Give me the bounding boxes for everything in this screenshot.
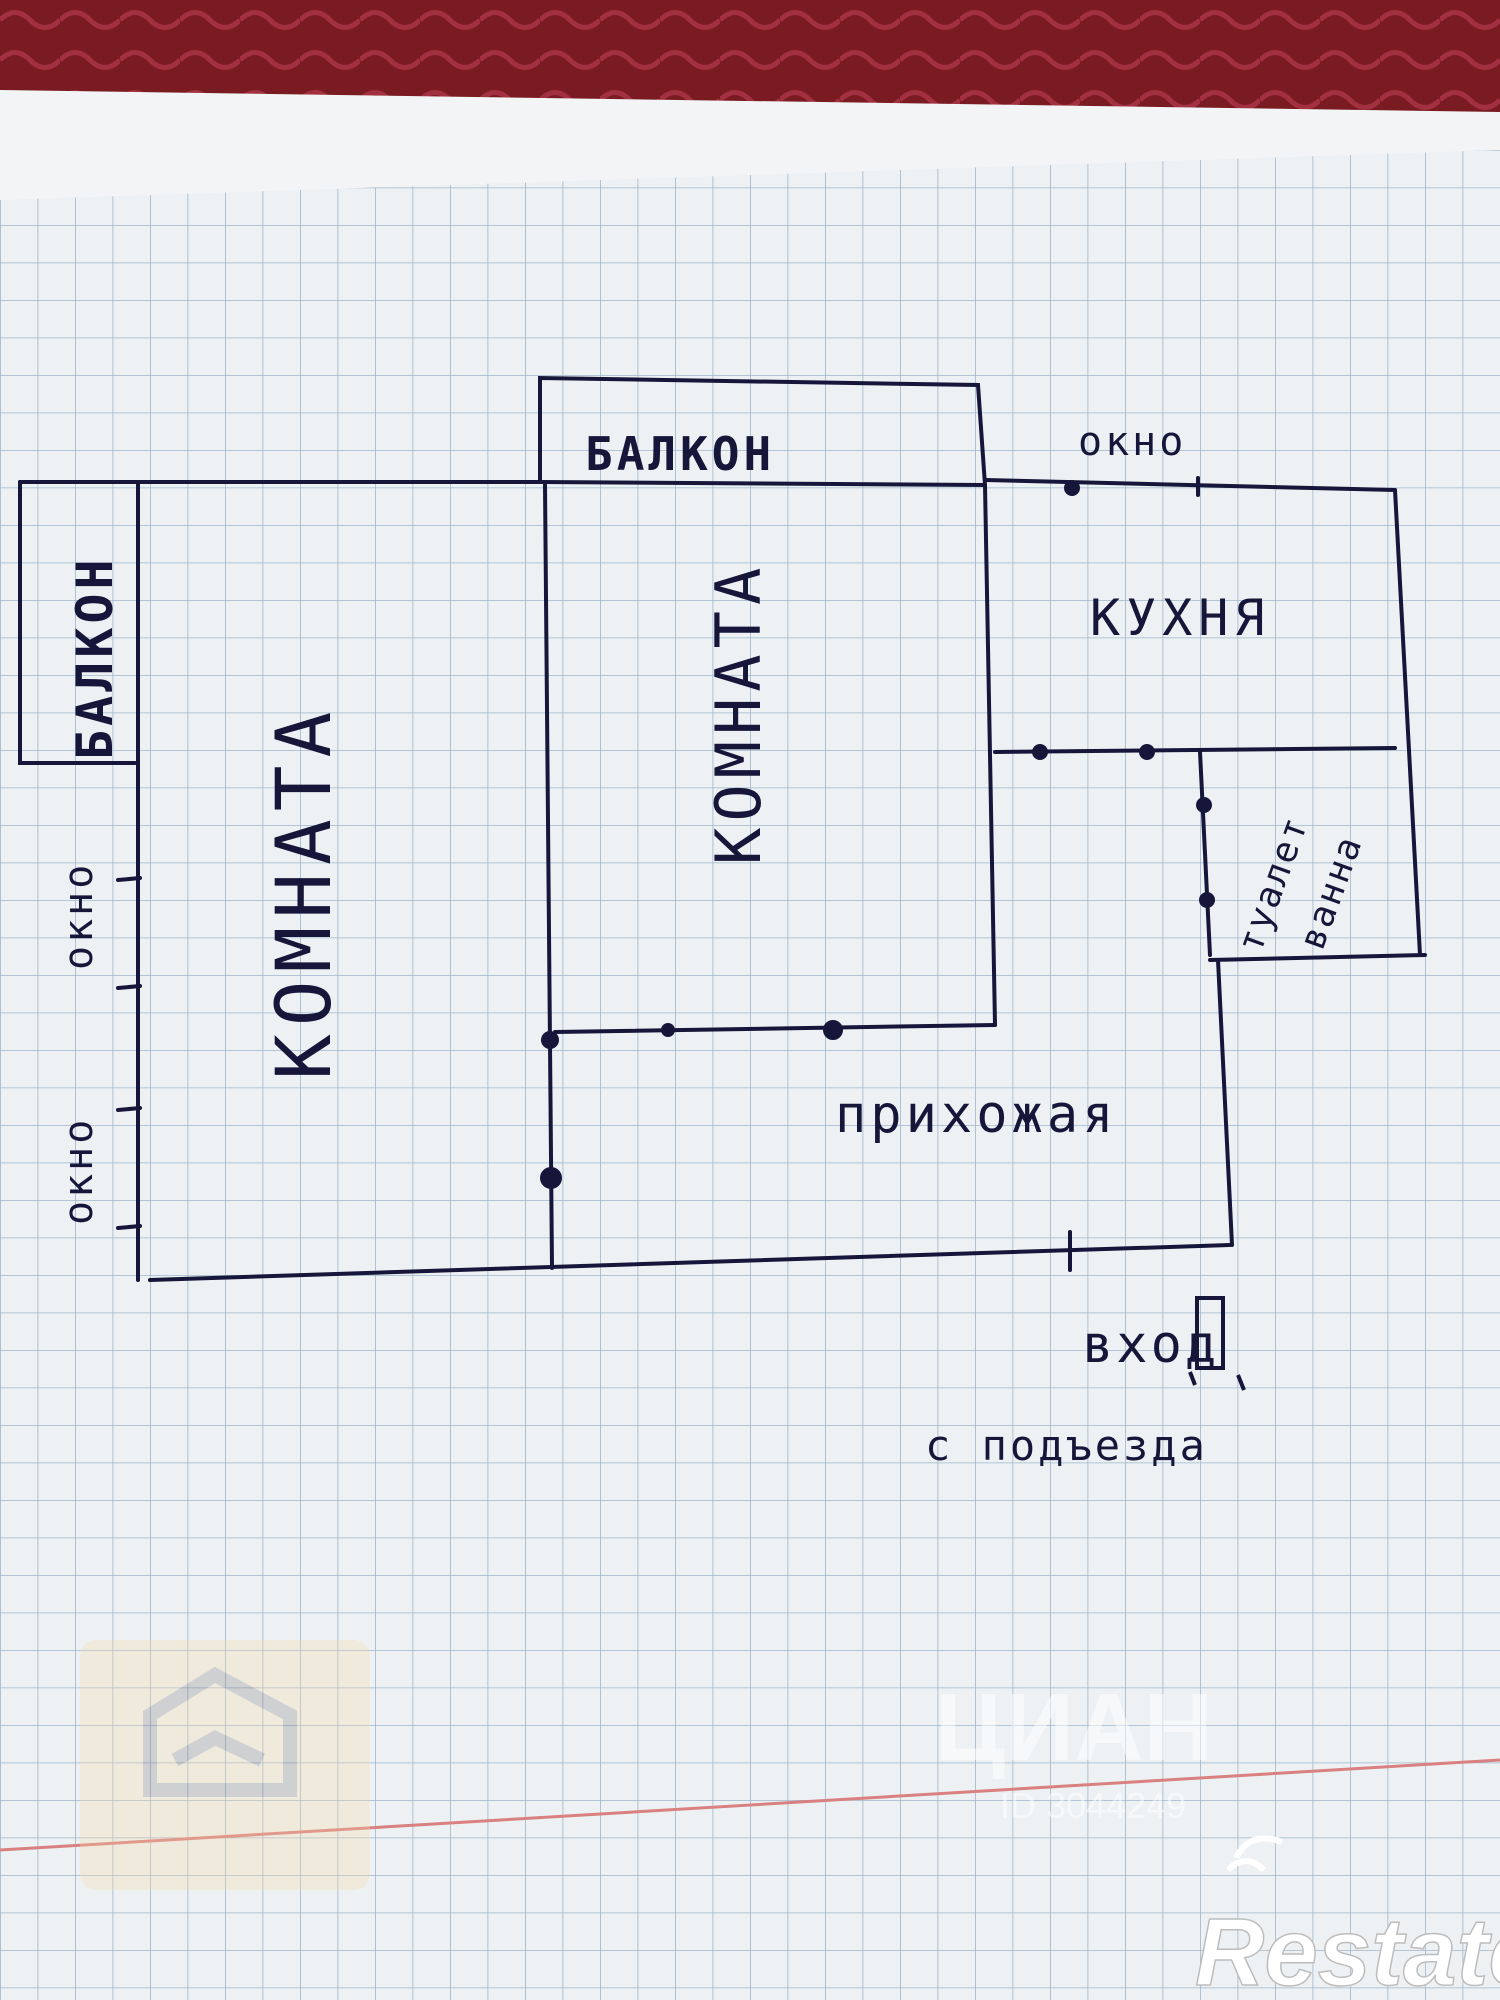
svg-text:Restate: Restate [1195, 1899, 1500, 2000]
door-marks [116, 476, 1215, 1272]
label-entrance-line1: вход [1082, 1315, 1219, 1375]
grid-paper [0, 150, 1500, 2000]
label-balcony-top: БАЛКОН [585, 427, 775, 481]
label-room-left: КОМНАТА [259, 704, 348, 1080]
cian-id-watermark: ID 3044249 [1000, 1785, 1186, 1826]
label-window-top: окно [1078, 419, 1186, 465]
restate-logo: Restate [1194, 1835, 1500, 2000]
label-balcony-left: БАЛКОН [66, 555, 124, 760]
label-hallway: прихожая [835, 1085, 1117, 1145]
cian-logo-watermark [80, 1640, 370, 1890]
walls [18, 375, 1427, 1282]
margin-line [0, 1758, 1500, 1852]
label-kitchen: КУХНЯ [1090, 589, 1271, 647]
entrance-door-icon [1188, 1296, 1246, 1391]
cian-brand-watermark: ЦИАН [935, 1674, 1213, 1781]
label-room-center: КОМНАТА [702, 562, 775, 865]
label-window-left-2: окно [56, 1117, 102, 1225]
label-entrance-line2: с подъезда [925, 1421, 1208, 1470]
label-window-left-1: окно [56, 862, 102, 970]
